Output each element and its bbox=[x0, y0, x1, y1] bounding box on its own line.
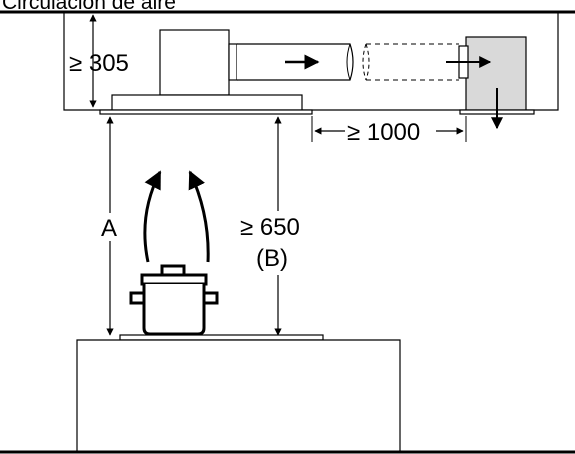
cooking-pot-icon bbox=[129, 264, 219, 336]
hood-bottom-plate bbox=[99, 109, 313, 115]
ceiling-gap-label: ≥ 305 bbox=[69, 50, 129, 77]
duct-break-line-dashed bbox=[362, 43, 370, 81]
duct-collar bbox=[228, 43, 238, 81]
air-duct-dashed bbox=[366, 43, 459, 81]
height-a-label: A bbox=[101, 215, 117, 242]
hob-distance-ref-label: (B) bbox=[256, 245, 288, 272]
duct-length-label: ≥ 1000 bbox=[347, 119, 420, 146]
hood-canopy bbox=[111, 94, 303, 111]
hob-plate bbox=[119, 334, 324, 341]
kitchen-counter bbox=[76, 339, 401, 452]
hood-motor-box bbox=[159, 29, 230, 96]
duct-break-line bbox=[346, 43, 351, 81]
hob-distance-label-bg bbox=[238, 211, 316, 275]
steam-arrow-right bbox=[188, 170, 210, 263]
steam-arrow-left bbox=[143, 170, 162, 263]
height-a-label-bg bbox=[99, 213, 123, 241]
hob-distance-label: ≥ 650 bbox=[240, 214, 300, 241]
